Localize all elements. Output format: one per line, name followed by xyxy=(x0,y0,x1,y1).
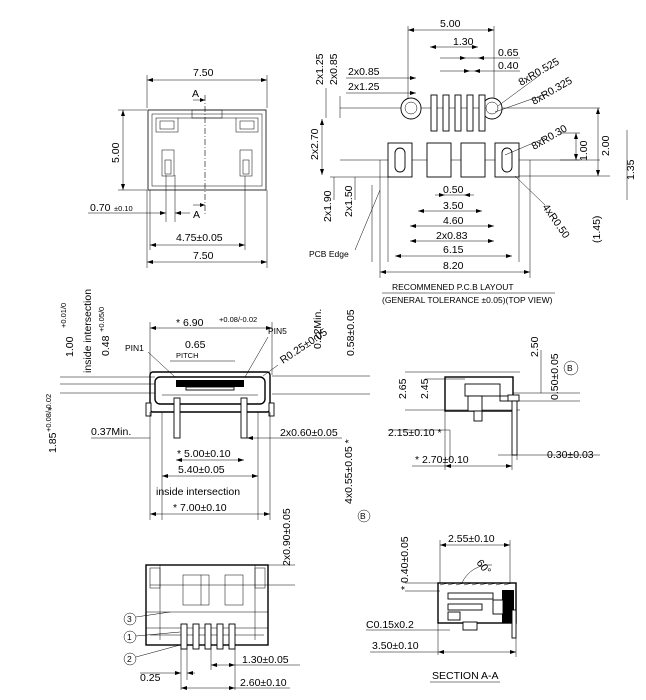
front-dim-0-48: 0.48 xyxy=(100,335,112,356)
bottom-view: 2x0.90±0.05 3 1 2 xyxy=(123,508,300,690)
pcb-dim-2x0-85-h: 2x0.85 xyxy=(348,66,380,78)
side-mark-b: B xyxy=(567,363,573,373)
callout-2: 2 xyxy=(127,654,132,664)
side-view: 2.50 B 2.65 2.45 0.50±0.05 2.15±0.10 * *… xyxy=(388,336,600,470)
side-dim-2-70: * 2.70±0.10 xyxy=(415,454,469,466)
pcb-mount-pads xyxy=(387,142,520,178)
pcb-dim-8xr0-30: 8xR0.30 xyxy=(530,123,570,153)
side-dim-2-15: 2.15±0.10 * xyxy=(388,427,442,439)
pcb-dim-3-50: 3.50 xyxy=(443,200,464,212)
pcb-dim-0-50: 0.50 xyxy=(443,184,464,196)
side-dim-0-50: 0.50±0.05 xyxy=(549,353,561,400)
bottom-dim-2x0-90: 2x0.90±0.05 xyxy=(281,508,293,566)
dim-top-height: 5.00 xyxy=(110,142,122,163)
front-pitch-label: PITCH xyxy=(176,351,199,360)
dim-0-70-tol: ±0.10 xyxy=(114,204,133,213)
front-dim-0-58: 0.58±0.05 xyxy=(345,309,357,356)
front-dim-0-48-tol: +0.05/0 xyxy=(97,307,106,332)
pcb-layout-subtitle: (GENERAL TOLERANCE ±0.05)(TOP VIEW) xyxy=(382,295,553,305)
callout-3: 3 xyxy=(127,614,132,624)
front-dim-1-00: 1.00 xyxy=(64,336,76,357)
front-dim-5-40: 5.40±0.05 xyxy=(178,464,225,476)
front-dim-7-00: * 7.00±0.10 xyxy=(173,502,227,514)
front-mark-b: B xyxy=(360,511,366,521)
front-dim-2x0-60: 2x0.60±0.05 xyxy=(280,427,338,439)
pcb-layout: 5.00 1.30 0.65 0.40 2x1.25 2x0.85 2x0.85… xyxy=(309,18,637,305)
front-inside-intersection-v: inside intersection xyxy=(82,289,94,373)
front-dim-5-00: * 5.00±0.10 xyxy=(177,448,231,460)
pcb-dim-6-15: 6.15 xyxy=(443,244,464,256)
pcb-dim-1-00: 1.00 xyxy=(578,140,590,161)
side-dim-0-30: 0.30±0.03 xyxy=(547,449,594,461)
front-dim-6-90-tol: +0.08/-0.02 xyxy=(219,315,257,324)
front-dim-4x0-55: 4x0.55±0.05 * xyxy=(343,439,355,504)
front-view: 1.00 +0.01/0 inside intersection 0.48 +0… xyxy=(44,289,371,523)
pcb-dim-5-00: 5.00 xyxy=(440,18,461,30)
section-dim-2-55: 2.55±0.10 xyxy=(448,533,495,545)
section-dim-c0-15: C0.15x0.2 xyxy=(366,619,414,631)
bottom-dim-2-60: 2.60±0.10 xyxy=(240,677,287,689)
dim-bottom-width: 7.50 xyxy=(193,250,214,262)
pcb-edge-label: PCB Edge xyxy=(309,249,349,259)
pcb-dim-1-45: (1.45) xyxy=(591,216,603,243)
pcb-dim-2x1-25-v: 2x1.25 xyxy=(314,53,326,85)
bottom-connector-body xyxy=(145,564,269,650)
section-mark-bottom: A xyxy=(193,209,200,221)
pcb-dim-1-30: 1.30 xyxy=(453,36,474,48)
front-dim-1-85: 1.85 xyxy=(47,432,59,453)
bottom-dim-1-30: 1.30±0.05 xyxy=(242,654,289,666)
pcb-layout-title: RECOMMENED P.C.B LAYOUT xyxy=(392,282,514,292)
pcb-dim-2x1-25-h: 2x1.25 xyxy=(348,81,380,93)
dim-0-70: 0.70 xyxy=(90,202,111,214)
section-title: SECTION A-A xyxy=(432,670,499,682)
pcb-dim-2x1-90: 2x1.90 xyxy=(322,190,334,222)
section-connector-body xyxy=(437,582,517,639)
pcb-dim-2x0-83: 2x0.83 xyxy=(436,230,468,242)
pcb-dim-1-35: 1.35 xyxy=(625,159,637,180)
side-connector-body xyxy=(444,376,520,456)
dim-top-width: 7.50 xyxy=(193,67,214,79)
front-dim-1-85-tol: +0.08/-0.02 xyxy=(44,394,53,432)
pcb-dim-2x1-50: 2x1.50 xyxy=(343,185,355,217)
side-dim-2-50: 2.50 xyxy=(529,336,541,357)
section-dim-60: 60° xyxy=(474,557,493,577)
pin1-label: PIN1 xyxy=(125,343,144,353)
front-dim-0-37: 0.37Min. xyxy=(91,426,131,438)
front-connector-body xyxy=(145,371,275,439)
callout-1: 1 xyxy=(127,632,132,642)
section-mark-top: A xyxy=(192,88,199,100)
front-dim-0-22: 0.22Min. xyxy=(312,309,324,349)
pcb-dim-4xr0-50: 4xR0.50 xyxy=(540,202,572,241)
side-dim-2-45: 2.45 xyxy=(419,378,431,399)
section-dim-3-50: 3.50±0.10 xyxy=(372,640,419,652)
pcb-dim-2x0-85-v: 2x0.85 xyxy=(328,53,340,85)
top-view: 7.50 5.00 A A 0.70 ±0.10 xyxy=(88,67,268,268)
pcb-dim-2-00: 2.00 xyxy=(600,135,612,156)
front-dim-0-65: 0.65 xyxy=(185,339,206,351)
pcb-dim-0-40: 0.40 xyxy=(498,60,519,72)
front-star: * xyxy=(48,405,52,417)
section-dim-0-40: * 0.40±0.05 xyxy=(399,536,411,590)
pcb-dim-8-20: 8.20 xyxy=(443,260,464,272)
front-dim-6-90: * 6.90 xyxy=(176,317,204,329)
pcb-pin-pads xyxy=(430,94,486,132)
pcb-dim-4-60: 4.60 xyxy=(443,215,464,227)
bottom-dim-0-25: 0.25 xyxy=(140,672,161,684)
front-dim-1-00-tol: +0.01/0 xyxy=(59,303,68,328)
front-inside-intersection-h: inside intersection xyxy=(156,486,240,498)
side-dim-2-65: 2.65 xyxy=(397,378,409,399)
pin5-label: PIN5 xyxy=(268,326,287,336)
dim-4-75: 4.75±0.05 xyxy=(176,232,223,244)
section-view: * 0.40±0.05 2.55±0.10 60° C0.15x0.2 3.50… xyxy=(366,533,517,683)
pcb-dim-0-65: 0.65 xyxy=(498,47,519,59)
pcb-dim-2x2-70: 2x2.70 xyxy=(309,128,321,160)
